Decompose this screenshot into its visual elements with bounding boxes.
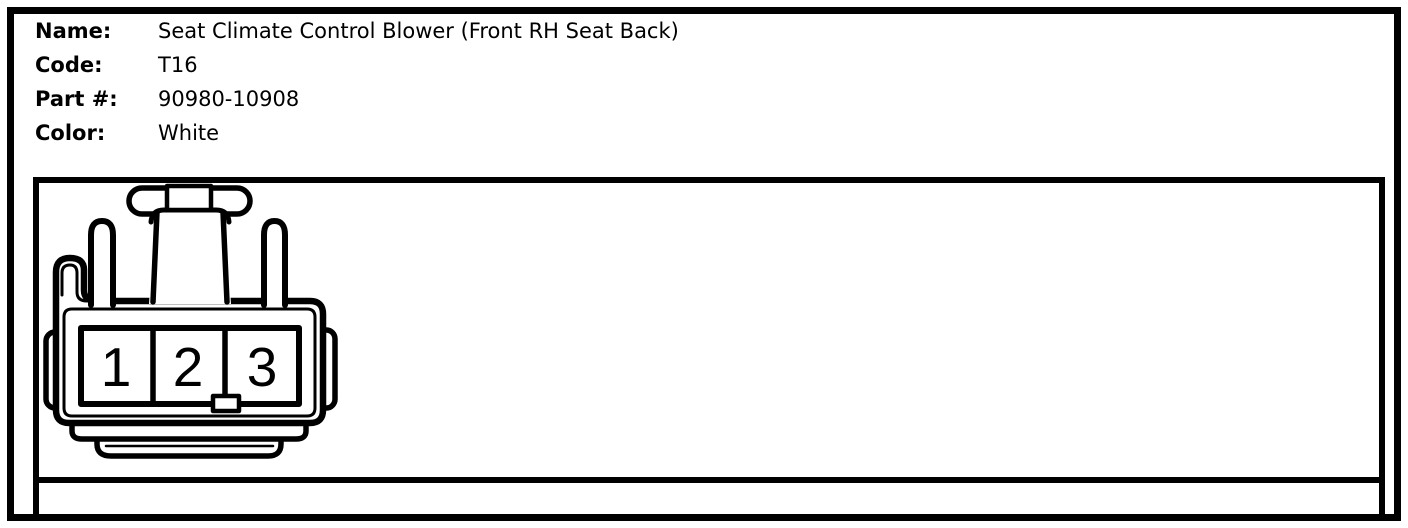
index-tab bbox=[210, 393, 242, 414]
pin-number-1: 1 bbox=[101, 336, 132, 398]
field-value-name: Seat Climate Control Blower (Front RH Se… bbox=[158, 19, 679, 43]
latch-column-fill bbox=[149, 210, 231, 304]
connector-header: Name: Seat Climate Control Blower (Front … bbox=[35, 14, 679, 150]
pin-number-2: 2 bbox=[173, 336, 204, 398]
left-prong bbox=[88, 218, 116, 308]
header-row-code: Code: T16 bbox=[35, 48, 679, 82]
bottom-strip bbox=[33, 483, 1385, 514]
field-label-color: Color: bbox=[35, 121, 106, 145]
latch-notch bbox=[164, 183, 214, 213]
pin-row bbox=[78, 325, 302, 407]
seal-band-1 bbox=[69, 420, 309, 442]
field-label-part: Part #: bbox=[35, 87, 118, 111]
header-row-color: Color: White bbox=[35, 116, 679, 150]
latch-column-left bbox=[150, 209, 160, 305]
header-row-name: Name: Seat Climate Control Blower (Front … bbox=[35, 14, 679, 48]
seal-band-2 bbox=[94, 437, 284, 459]
field-label-name: Name: bbox=[35, 19, 112, 43]
field-label-code: Code: bbox=[35, 53, 103, 77]
body-inner-line bbox=[62, 307, 317, 418]
hook-inner-line bbox=[60, 263, 89, 303]
field-value-code: T16 bbox=[158, 53, 198, 77]
field-value-part: 90980-10908 bbox=[158, 87, 300, 111]
field-value-color: White bbox=[158, 121, 220, 145]
pin-numbers: 1 2 3 bbox=[101, 336, 278, 398]
latch-column-right bbox=[220, 209, 230, 305]
right-prong bbox=[261, 218, 288, 308]
header-row-part: Part #: 90980-10908 bbox=[35, 82, 679, 116]
pin-number-3: 3 bbox=[247, 336, 278, 398]
